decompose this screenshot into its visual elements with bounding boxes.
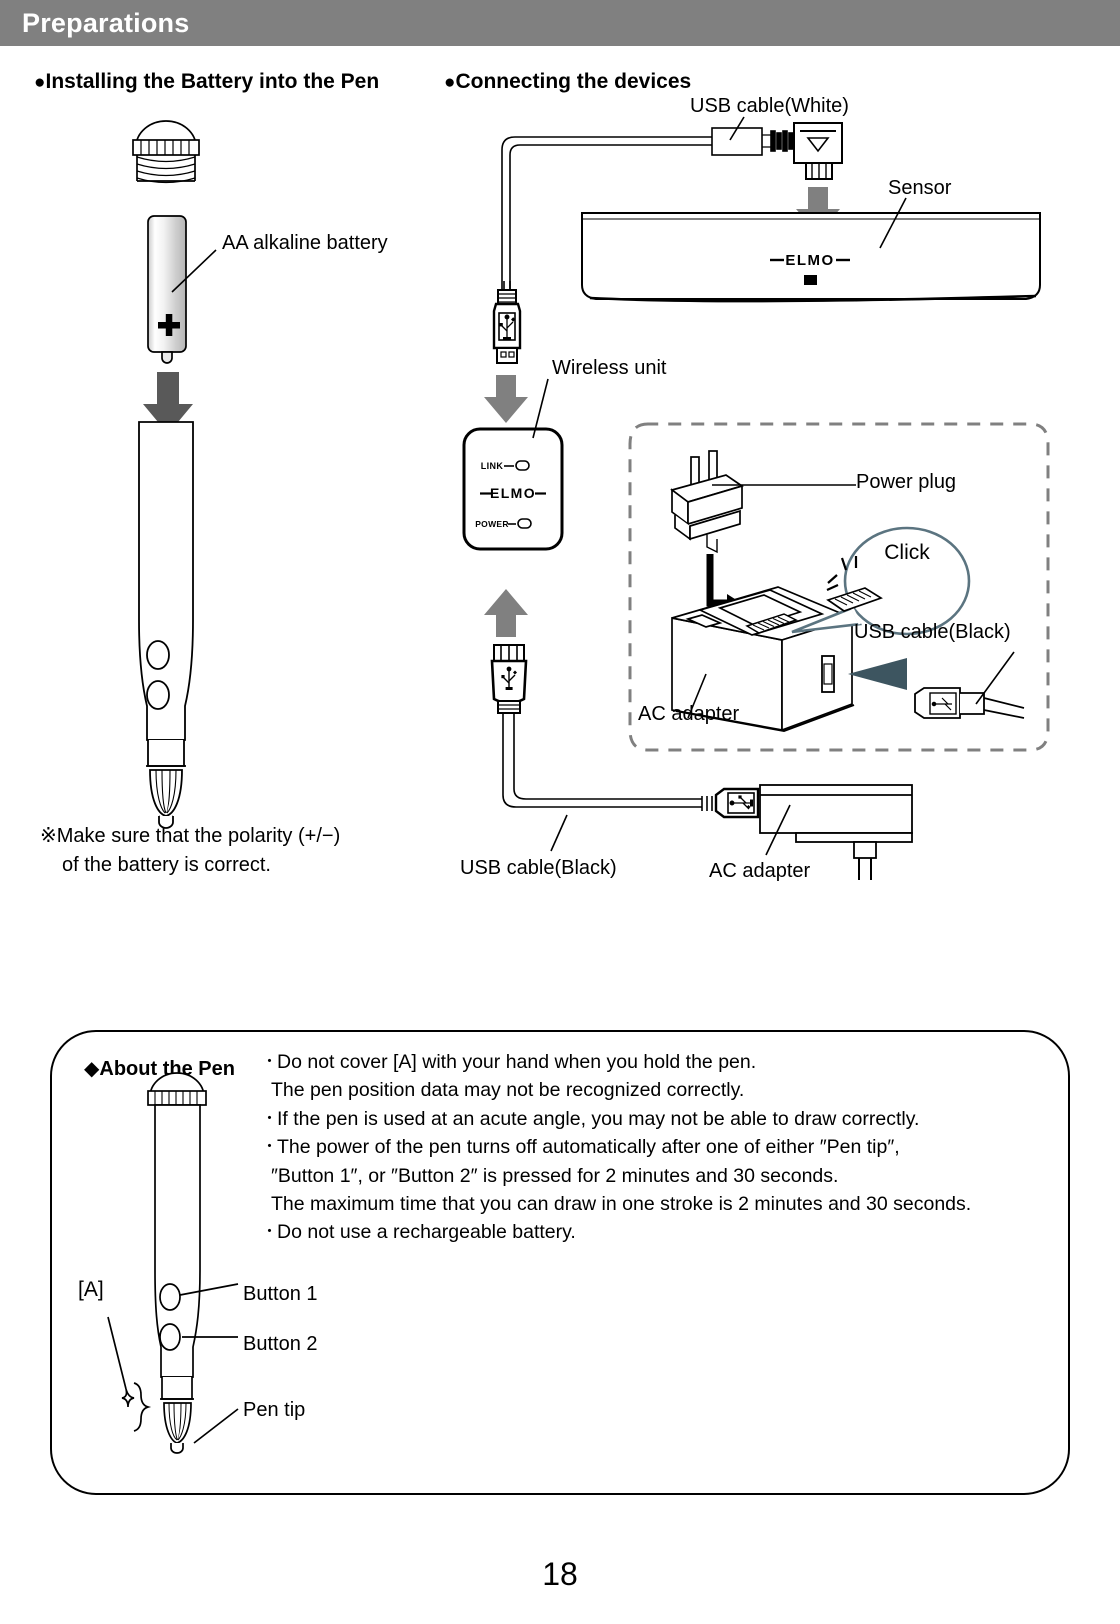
page-number: 18	[542, 1556, 578, 1592]
section-bullet-icon: ●	[34, 72, 46, 93]
about-list-item: ・Do not use a rechargeable battery.	[262, 1218, 1052, 1246]
about-list-item-text: If the pen is used at an acute angle, yo…	[277, 1107, 920, 1130]
list-bullet-icon: ・	[262, 1223, 278, 1241]
about-list-item: ・The power of the pen turns off automati…	[262, 1133, 1052, 1161]
about-list-item-text: ″Button 1″, or ″Button 2″ is pressed for…	[271, 1164, 839, 1187]
label-usb-cable-white: USB cable(White)	[690, 95, 849, 117]
power-plug-device	[670, 450, 744, 554]
pen-button-1-hole	[159, 1283, 181, 1311]
label-sensor: Sensor	[888, 177, 952, 199]
battery-installation-figure	[132, 120, 217, 829]
polarity-note-line2: of the battery is correct.	[62, 854, 271, 876]
about-the-pen-box	[50, 1030, 1070, 1495]
insert-arrow-icon	[848, 658, 907, 690]
section-heading-battery: ●Installing the Battery into the Pen	[34, 70, 379, 94]
click-label: Click	[884, 541, 930, 564]
ac-adapter-device	[671, 586, 855, 733]
down-arrow-icon	[796, 187, 840, 235]
connection-leader-lines	[532, 116, 907, 856]
label-aa-battery: AA alkaline battery	[222, 232, 388, 254]
about-list-continuation: ″Button 1″, or ″Button 2″ is pressed for…	[262, 1162, 1052, 1190]
wireless-unit-device: LINK ELMO POWER	[462, 427, 564, 551]
about-list-item-text: Do not use a rechargeable battery.	[277, 1221, 576, 1244]
down-arrow-icon	[143, 372, 193, 434]
about-list-continuation: The pen position data may not be recogni…	[262, 1076, 1052, 1104]
section-heading-connecting-label: Connecting the devices	[455, 70, 692, 93]
battery-plus-symbol	[158, 314, 180, 336]
wireless-unit-power-label: POWER	[475, 519, 509, 529]
list-bullet-icon: ・	[262, 1053, 278, 1070]
about-the-pen-heading: ◆About the Pen	[84, 1056, 235, 1081]
about-list-item: ・Do not cover [A] with your hand when yo…	[262, 1048, 1052, 1076]
pen-button-2-hole	[146, 680, 170, 710]
svg-text:ELMO: ELMO	[785, 252, 834, 269]
usb-black-plug	[914, 687, 1025, 719]
svg-text:ELMO: ELMO	[490, 485, 536, 501]
section-heading-battery-label: Installing the Battery into the Pen	[45, 70, 380, 93]
about-list-item-text: The pen position data may not be recogni…	[271, 1079, 745, 1102]
polarity-note: ※Make sure that the polarity (+/−) of th…	[40, 822, 340, 880]
up-arrow-icon	[484, 589, 528, 637]
device-connection-figure: ELMO LINK ELMO POWER	[462, 122, 1041, 880]
callout-button-2: Button 2	[243, 1333, 318, 1355]
about-list-continuation: The maximum time that you can draw in on…	[262, 1190, 1052, 1218]
label-power-plug: Power plug	[856, 471, 957, 493]
label-usb-cable-black-bottom: USB cable(Black)	[460, 857, 617, 879]
callout-button-1: Button 1	[243, 1283, 318, 1305]
polarity-note-line1: ※Make sure that the polarity (+/−)	[40, 825, 341, 847]
about-the-pen-list: ・Do not cover [A] with your hand when yo…	[262, 1048, 1052, 1247]
list-bullet-icon: ・	[262, 1138, 278, 1156]
page-header-bar: Preparations	[0, 0, 1120, 46]
label-wireless-unit: Wireless unit	[552, 357, 667, 379]
pen-button-2-hole	[159, 1323, 181, 1351]
ac-adapter-bottom	[759, 784, 913, 880]
detail-box-border	[628, 422, 1050, 752]
about-list-item: ・If the pen is used at an acute angle, y…	[262, 1105, 1052, 1133]
ac-adapter-detail-callout: Click	[628, 422, 1050, 752]
click-slider-piece	[745, 613, 798, 634]
click-callout-balloon: Click	[791, 526, 971, 636]
about-list-item-text: The power of the pen turns off automatic…	[277, 1136, 900, 1159]
wireless-unit-link-label: LINK	[481, 461, 504, 471]
section-bullet-icon: ●	[444, 72, 456, 93]
pen-callout-figure	[107, 1072, 239, 1454]
page-title: Preparations	[22, 8, 190, 38]
sensor-device	[581, 212, 1041, 303]
about-list-item-text: The maximum time that you can draw in on…	[271, 1193, 972, 1216]
callout-area-a: [A]	[78, 1278, 104, 1301]
elmo-logo-sensor: ELMO	[770, 252, 850, 285]
list-bullet-icon: ・	[262, 1109, 278, 1127]
about-list-item-text: Do not cover [A] with your hand when you…	[277, 1051, 757, 1073]
label-ac-adapter-bottom: AC adapter	[709, 860, 811, 882]
down-arrow-icon	[484, 375, 528, 423]
diamond-bullet-icon: ◆	[84, 1058, 100, 1080]
section-heading-connecting: ●Connecting the devices	[444, 70, 691, 94]
label-ac-adapter-detail: AC adapter	[638, 703, 740, 725]
label-usb-cable-black-detail: USB cable(Black)	[854, 621, 1011, 643]
about-the-pen-heading-label: About the Pen	[99, 1058, 235, 1080]
pen-button-1-hole	[146, 640, 170, 670]
callout-pen-tip: Pen tip	[243, 1399, 306, 1421]
